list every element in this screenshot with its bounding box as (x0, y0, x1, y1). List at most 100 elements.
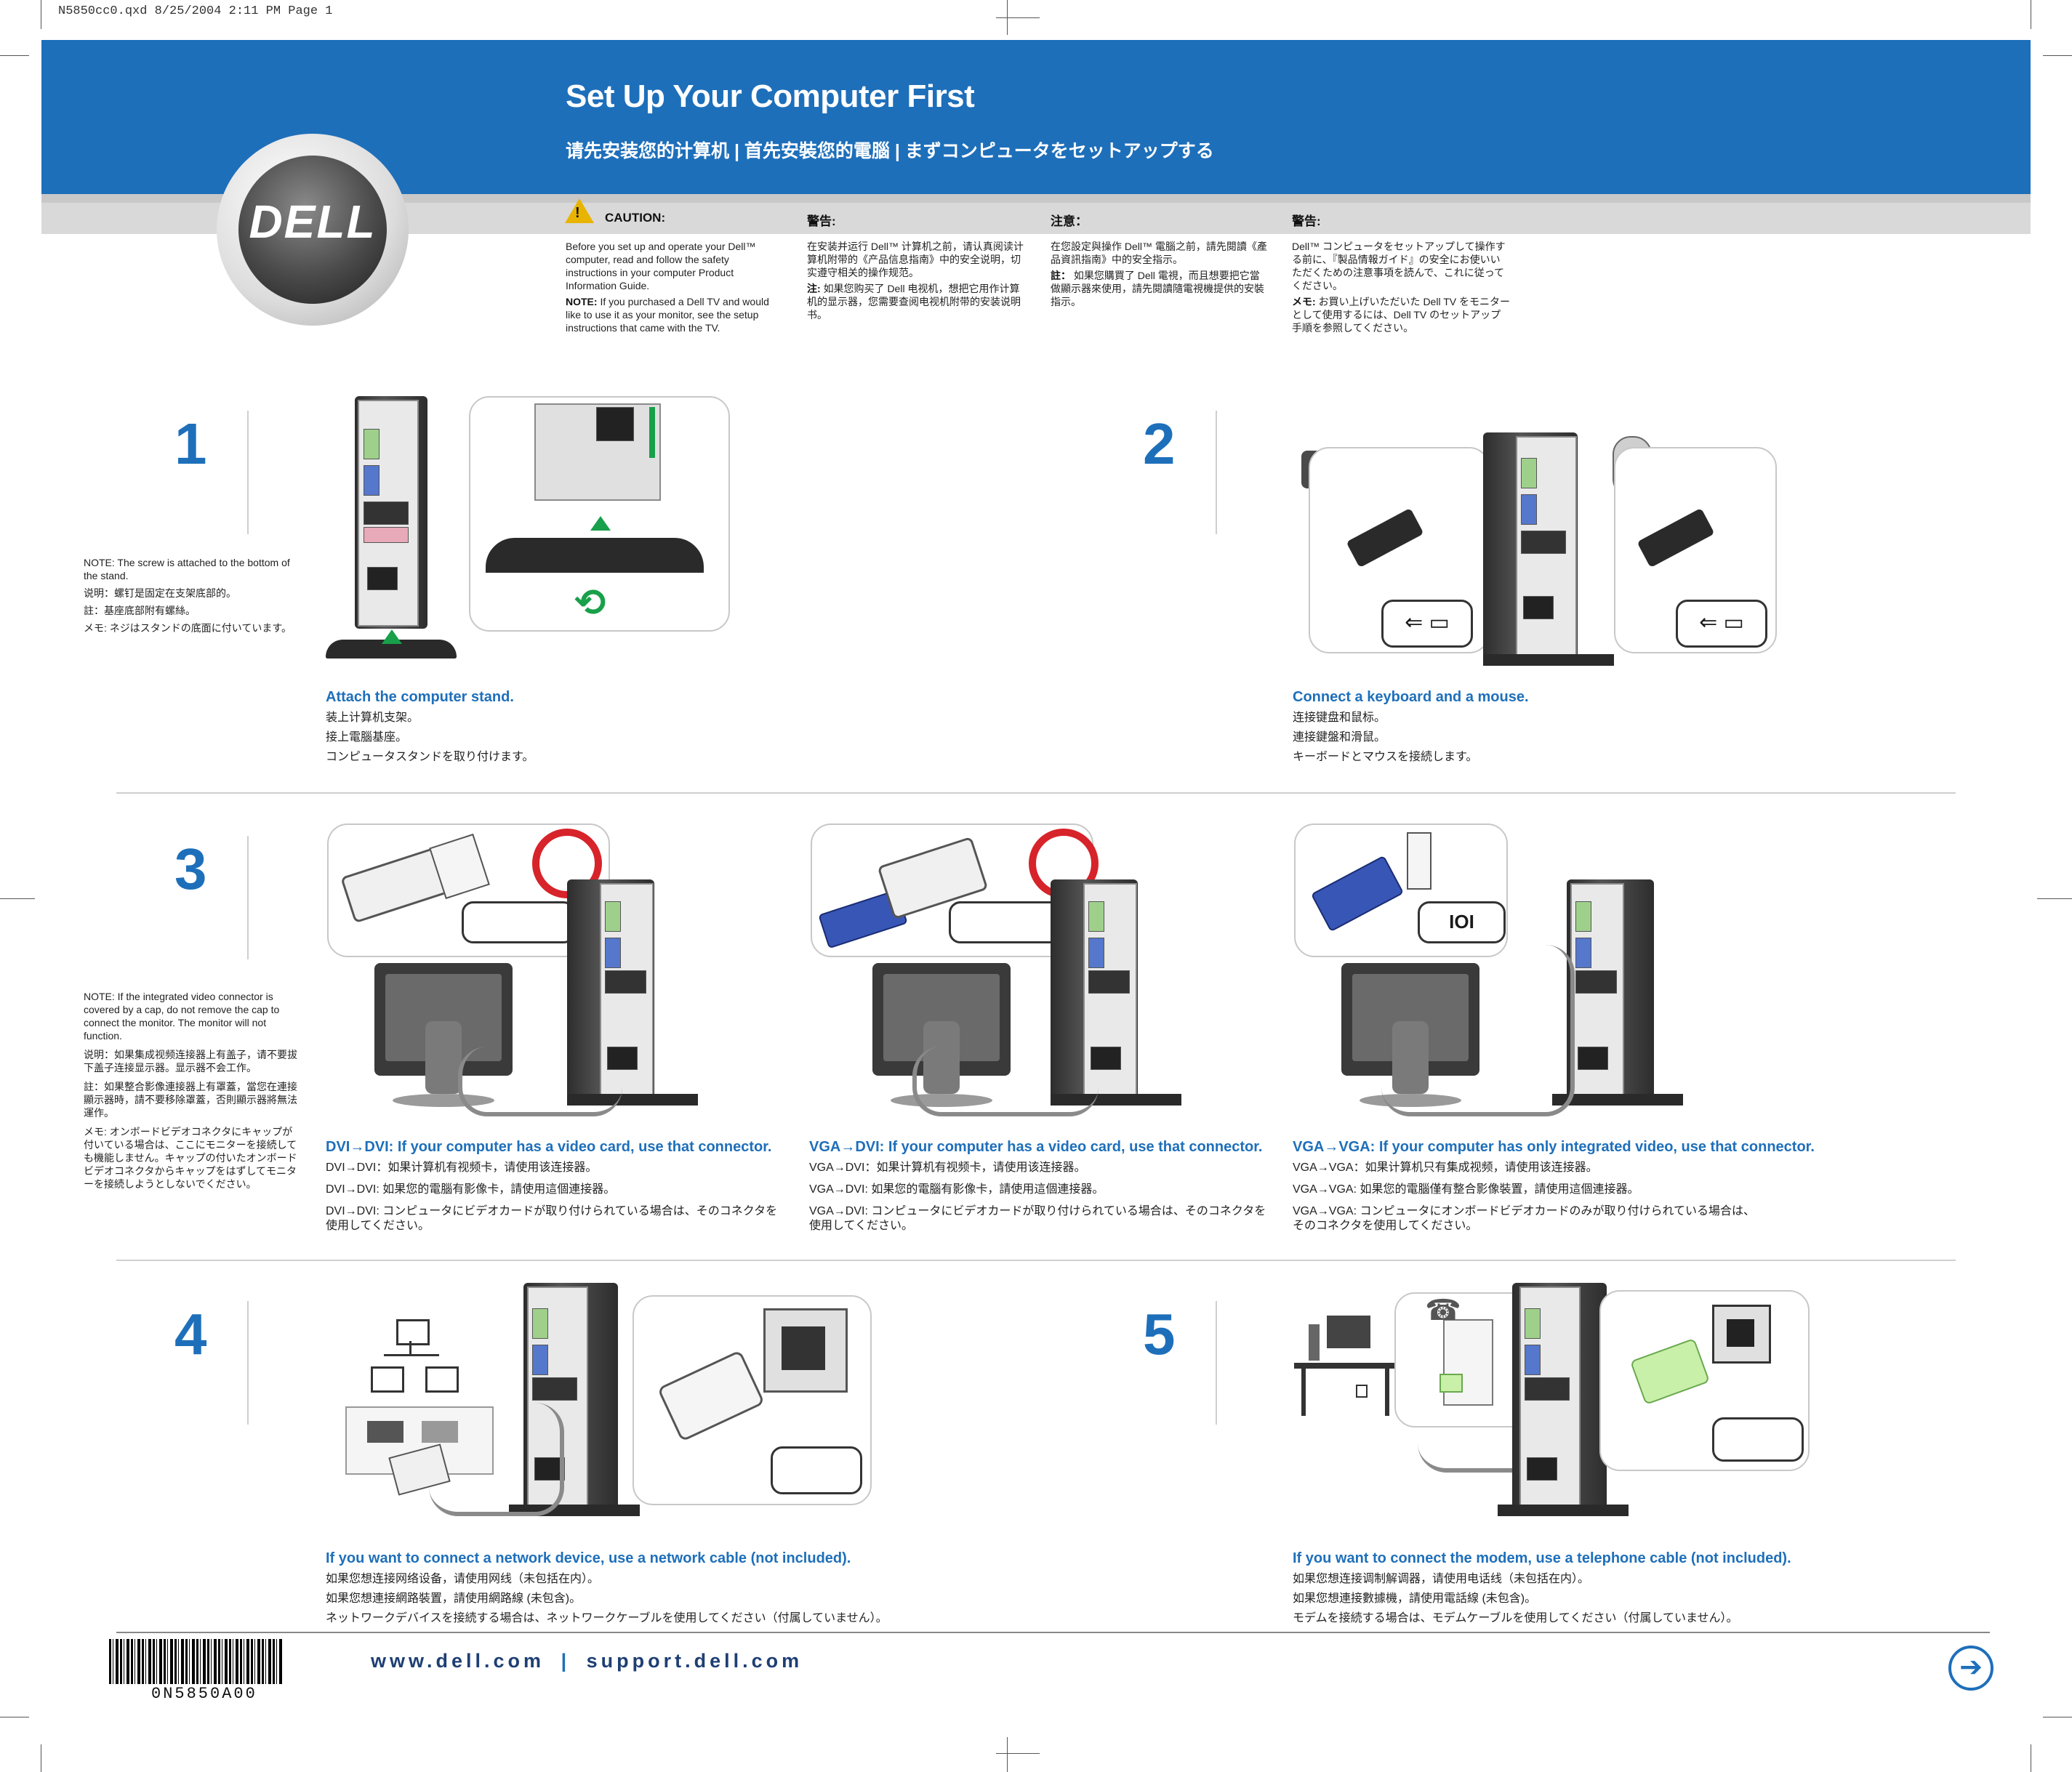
desk-leg (1385, 1369, 1389, 1416)
step-3c-caption-zh-tw: VGA→VGA: 如果您的電腦僅有整合影像裝置，請使用這個連接器。 (1293, 1183, 1639, 1196)
caution-heading-ja: 警告: (1292, 214, 1321, 228)
monitor-neck (1392, 1021, 1429, 1094)
step-1-caption: Attach the computer stand. (326, 689, 514, 705)
barcode-number: 0N5850A00 (151, 1685, 257, 1703)
dell-support-link[interactable]: support.dell.com (586, 1650, 803, 1672)
network-line (409, 1341, 411, 1356)
video-cable (458, 1047, 622, 1116)
network-port-icon (771, 1446, 862, 1494)
desk-monitor-icon (1327, 1316, 1370, 1348)
caution-body: Dell™ コンピュータをセットアップして操作する前に、『製品情報ガイド』の安全… (1292, 241, 1506, 291)
step-2-number: 2 (1143, 411, 1176, 476)
power-port (367, 567, 398, 590)
arrow-right-icon[interactable]: ➔ (1948, 1646, 1993, 1691)
footer-urls: www.dell.com | support.dell.com (371, 1650, 803, 1672)
caution-text-ja: Dell™ コンピュータをセットアップして操作する前に、『製品情報ガイド』の安全… (1292, 240, 1510, 334)
page-title: Set Up Your Computer First (566, 78, 975, 114)
dell-logo (238, 156, 387, 304)
port (1521, 494, 1537, 525)
caution-heading-zh-tw: 注意： (1051, 214, 1088, 228)
section-divider (116, 1260, 1956, 1261)
power-port (596, 407, 634, 441)
video-cable (1381, 945, 1575, 1116)
url-separator: | (561, 1650, 571, 1672)
port (605, 938, 621, 968)
desk-tower-icon (1309, 1324, 1320, 1361)
step-2-caption: Connect a keyboard and a mouse. (1293, 689, 1529, 705)
video-cable (912, 1047, 1099, 1116)
note-label: 註： (1051, 270, 1071, 281)
port (364, 502, 409, 525)
vga-port (1575, 938, 1591, 968)
port (1088, 970, 1130, 994)
registration-mark (1007, 1737, 1008, 1772)
note-text: If you purchased a Dell TV and would lik… (566, 296, 769, 334)
divider (1216, 1301, 1217, 1425)
step-5-caption-zh-cn: 如果您想连接调制解调器，请使用电话线（未包括在内）。 (1293, 1573, 1590, 1585)
dvi-port-icon (462, 901, 575, 943)
step-2-caption-zh-tw: 連接鍵盤和滑鼠。 (1293, 731, 1386, 744)
port (1575, 901, 1591, 932)
note-text: 如果您購買了 Dell 電視，而且想要把它當做顯示器來使用，請先閱讀隨電視機提供… (1051, 270, 1264, 307)
note-zh-tw: 註：如果整合影像連接器上有罩蓋，當您在連接顯示器時，請不要移除罩蓋，否則顯示器將… (84, 1081, 297, 1119)
step-1-caption-ja: コンピュータスタンドを取り付けます。 (326, 751, 534, 763)
port (605, 970, 646, 994)
port (364, 465, 380, 496)
divider (247, 1301, 249, 1425)
port (532, 1308, 548, 1339)
note-ja: メモ: ネジはスタンドの底面に付いています。 (84, 622, 292, 634)
port (1525, 1345, 1541, 1375)
port (1521, 531, 1566, 554)
vga-port-icon: IOI (1418, 901, 1506, 943)
caution-note: NOTE: If you purchased a Dell TV and wou… (566, 295, 780, 334)
step-3c-caption-zh-cn: VGA→VGA：如果计算机只有集成视频，请使用该连接器。 (1293, 1161, 1598, 1174)
latch-indicator (649, 407, 655, 458)
note-text: お買い上げいただいた Dell TV をモニターとして使用するには、Dell T… (1292, 296, 1510, 334)
note-label: 注: (807, 283, 821, 294)
caution-text-zh-cn: 在安装并运行 Dell™ 计算机之前，请认真阅读计算机附带的《产品信息指南》中的… (807, 240, 1025, 321)
step-3a-caption: DVI→DVI: If your computer has a video ca… (326, 1139, 772, 1155)
usb-icon: ⇐ ▭ (1381, 600, 1473, 648)
modem-port (1525, 1377, 1570, 1401)
note-en: NOTE: The screw is attached to the botto… (84, 557, 290, 581)
port (364, 527, 409, 543)
step-5-caption-zh-tw: 如果您想連接數據機，請使用電話線 (未包含)。 (1293, 1592, 1537, 1605)
step-4-number: 4 (174, 1302, 207, 1366)
caution-note: 註： 如果您購買了 Dell 電視，而且想要把它當做顯示器來使用，請先閱讀隨電視… (1051, 269, 1269, 308)
dell-website-link[interactable]: www.dell.com (371, 1650, 545, 1672)
crop-mark (0, 55, 29, 56)
power-port (1578, 1047, 1608, 1070)
caution-text-zh-tw: 在您設定與操作 Dell™ 電腦之前，請先閱讀《產品資訊指南》中的安全指示。 註… (1051, 240, 1269, 308)
step-1-caption-zh-tw: 接上電腦基座。 (326, 731, 408, 744)
step-4-caption-zh-cn: 如果您想连接网络设备，请使用网线（未包括在内）。 (326, 1573, 600, 1585)
network-port (532, 1377, 577, 1401)
power-port (1527, 1457, 1557, 1481)
step-3a-caption-zh-tw: DVI→DVI: 如果您的電腦有影像卡，請使用這個連接器。 (326, 1183, 616, 1196)
divider (247, 836, 249, 959)
power-port (1523, 596, 1554, 619)
caution-heading-en: CAUTION: (605, 211, 666, 225)
port (1521, 458, 1537, 488)
port (1525, 1308, 1541, 1339)
computer-stand (1498, 1505, 1629, 1516)
network-port (367, 1421, 403, 1443)
print-slug: N5850cc0.qxd 8/25/2004 2:11 PM Page 1 (58, 4, 333, 18)
caution-text-en: Before you set up and operate your Dell™… (566, 240, 780, 334)
computer-stand (1483, 654, 1614, 666)
telephone-icon: ☎ (1425, 1294, 1461, 1326)
note-label: メモ: (1292, 296, 1316, 307)
step-4-caption-zh-tw: 如果您想連接網路裝置，請使用網路線 (未包含)。 (326, 1592, 582, 1605)
modem-jack-opening (1727, 1319, 1754, 1347)
step-3b-caption-zh-tw: VGA→DVI: 如果您的電腦有影像卡，請使用這個連接器。 (809, 1183, 1104, 1196)
network-line (384, 1354, 439, 1356)
caution-body: 在您設定與操作 Dell™ 電腦之前，請先閱讀《產品資訊指南》中的安全指示。 (1051, 241, 1267, 265)
section-divider (116, 792, 1956, 794)
caution-body: Before you set up and operate your Dell™… (566, 241, 756, 291)
port (532, 1345, 548, 1375)
caution-body: 在安装并运行 Dell™ 计算机之前，请认真阅读计算机附带的《产品信息指南》中的… (807, 241, 1024, 278)
step-3b-caption-zh-cn: VGA→DVI：如果计算机有视频卡，请使用该连接器。 (809, 1161, 1086, 1174)
arrow-up-icon (590, 516, 611, 531)
registration-mark (996, 1753, 1040, 1754)
step-1-note: NOTE: The screw is attached to the botto… (84, 556, 302, 635)
network-icon (371, 1366, 404, 1393)
